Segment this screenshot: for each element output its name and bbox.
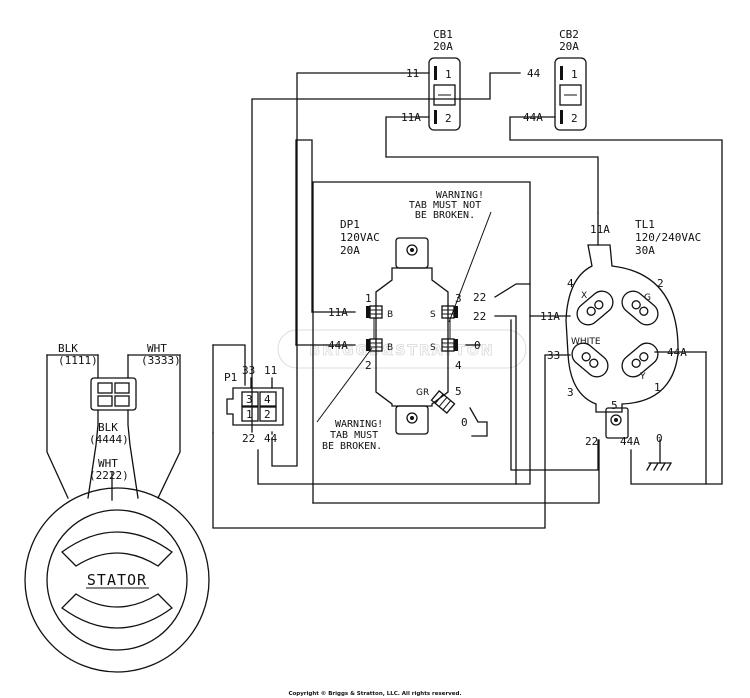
dp1-label-s2: S xyxy=(430,343,436,353)
cb1-name: CB1 xyxy=(433,28,453,41)
duplex-receptacle-dp1: DP1 120VAC 20A WARNING! TAB MUST NOT BE … xyxy=(316,190,492,452)
stator: BLK (1111) WHT (3333) BLK (4444) WHT (22… xyxy=(24,342,210,673)
wire-11 xyxy=(271,72,430,467)
dp1-wire-22-b: 22 xyxy=(473,310,486,323)
dp1-outline-wire xyxy=(257,181,531,504)
dp1-wire-11a: 11A xyxy=(328,306,348,319)
p1-cavity-3: 3 xyxy=(246,393,253,406)
tl1-pin-2: 2 xyxy=(657,277,664,290)
tl1-wire-11a-top: 11A xyxy=(590,223,610,236)
dp1-name: DP1 xyxy=(340,218,360,231)
watermark: BRIGGS&STRATTON xyxy=(277,329,527,369)
wire-44 xyxy=(251,72,521,433)
tl1-rating: 30A xyxy=(635,244,655,257)
dp1-warning-top-3: BE BROKEN. xyxy=(415,210,475,221)
ground-icon xyxy=(646,462,672,471)
p1-cavity-2: 2 xyxy=(264,408,271,421)
dp1-wire-44a: 44A xyxy=(328,339,348,352)
dp1-wire-22-a: 22 xyxy=(473,291,486,304)
tl1-label-g: G xyxy=(644,293,651,303)
p1-wire-22: 22 xyxy=(242,432,255,445)
tl1-wire-44a-bottom: 44A xyxy=(620,435,640,448)
cb1-terminal-1: 1 xyxy=(445,68,452,81)
dp1-wire-0-b: 0 xyxy=(461,416,468,429)
tl1-label-x: X xyxy=(581,291,587,301)
cb2-name: CB2 xyxy=(559,28,579,41)
tl1-wire-11a: 11A xyxy=(540,310,560,323)
stator-lead-wht-mid: WHT xyxy=(98,457,118,470)
stator-label: STATOR xyxy=(87,571,147,589)
dp1-warning-bottom-3: BE BROKEN. xyxy=(322,441,382,452)
p1-cavity-1: 1 xyxy=(246,408,253,421)
twist-lock-receptacle-tl1: TL1 120/240VAC 30A 11A xyxy=(540,218,701,448)
cb2-wire-44a: 44A xyxy=(523,111,543,124)
dp1-wire-0-a: 0 xyxy=(474,339,481,352)
circuit-breaker-cb1: CB1 20A 1 2 11 11A xyxy=(401,28,461,131)
dp1-label-gr: GR xyxy=(416,388,429,398)
tl1-wire-22: 22 xyxy=(585,435,598,448)
tl1-pin-1: 1 xyxy=(654,381,661,394)
p1-name: P1 xyxy=(224,371,237,384)
dp1-label-b1: B xyxy=(387,310,393,320)
dp1-pin-5: 5 xyxy=(455,385,462,398)
tl1-wire-33: 33 xyxy=(547,349,560,362)
wire-44a-tl1 xyxy=(509,116,723,485)
dp1-pin-4: 4 xyxy=(455,359,462,372)
cb1-rating: 20A xyxy=(433,40,453,53)
stator-lead-wht-top: WHT xyxy=(147,342,167,355)
p1-wire-11: 11 xyxy=(264,364,277,377)
cb2-terminal-2: 2 xyxy=(571,112,578,125)
dp1-warning-top-1: WARNING! xyxy=(436,190,484,201)
tl1-pin-5: 5 xyxy=(611,399,618,412)
dp1-pin-2: 2 xyxy=(365,359,372,372)
wire-22 xyxy=(510,319,599,471)
dp1-pin-3: 3 xyxy=(455,292,462,305)
cb1-wire-11a: 11A xyxy=(401,111,421,124)
cb2-terminal-1: 1 xyxy=(571,68,578,81)
tl1-pin-3: 3 xyxy=(567,386,574,399)
dp1-voltage: 120VAC xyxy=(340,231,380,244)
p1-wire-33: 33 xyxy=(242,364,255,377)
dp1-rating: 20A xyxy=(340,244,360,257)
cb2-rating: 20A xyxy=(559,40,579,53)
stator-lead-wht-mid-code: (2222) xyxy=(89,469,129,482)
tl1-wire-0: 0 xyxy=(656,432,663,445)
cb1-wire-11: 11 xyxy=(406,67,419,80)
circuit-breaker-cb2: CB2 20A 1 2 44 44A xyxy=(523,28,587,131)
tl1-voltage: 120/240VAC xyxy=(635,231,701,244)
stator-lead-blk-mid: BLK xyxy=(98,421,118,434)
cb2-wire-44: 44 xyxy=(527,67,541,80)
dp1-warning-bottom-1: WARNING! xyxy=(335,419,383,430)
tl1-label-y: Y xyxy=(639,372,646,382)
dp1-warning-bottom-2: TAB MUST xyxy=(330,430,378,441)
cb1-terminal-2: 2 xyxy=(445,112,452,125)
dp1-label-s1: S xyxy=(430,310,436,320)
stator-lead-wht-top-code: (3333) xyxy=(141,354,181,367)
p1-wire-44: 44 xyxy=(264,432,278,445)
stator-lead-blk-mid-code: (4444) xyxy=(89,433,129,446)
dp1-label-b2: B xyxy=(387,343,393,353)
wires xyxy=(212,72,723,529)
dp1-warning-top-2: TAB MUST NOT xyxy=(409,200,481,211)
dp1-pin-1: 1 xyxy=(365,292,372,305)
copyright: Copyright © Briggs & Stratton, LLC. All … xyxy=(288,691,461,697)
stator-lead-blk-top-code: (1111) xyxy=(58,354,98,367)
connector-p1: P1 33 11 3 4 1 2 22 44 xyxy=(224,364,284,445)
tl1-pin-4: 4 xyxy=(567,277,574,290)
wire-11a-tl1 xyxy=(385,116,599,214)
tl1-name: TL1 xyxy=(635,218,655,231)
tl1-wire-44a: 44A xyxy=(667,346,687,359)
p1-cavity-4: 4 xyxy=(264,393,271,406)
tl1-label-white: WHITE xyxy=(571,337,601,347)
stator-lead-blk-top: BLK xyxy=(58,342,78,355)
wire-33 xyxy=(212,354,571,529)
